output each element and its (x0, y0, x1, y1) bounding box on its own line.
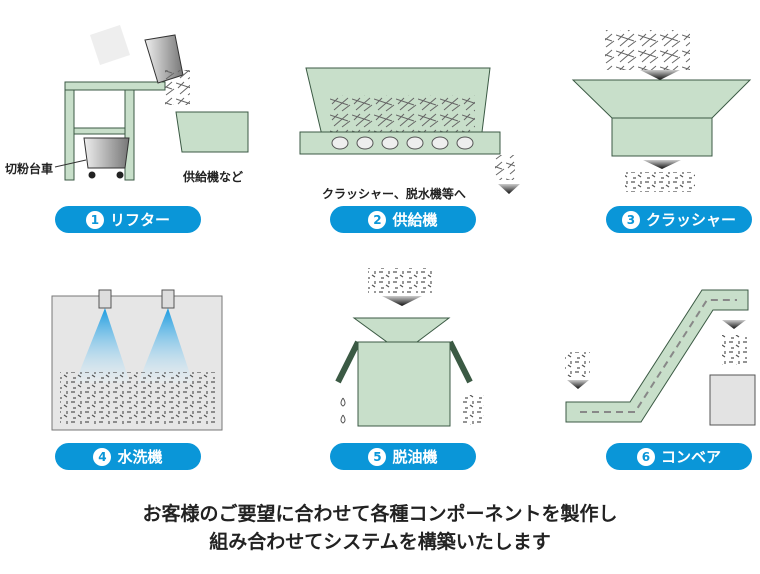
feeder-illustration (299, 67, 520, 194)
component-label: 脱油機 (392, 448, 438, 466)
component-label: コンベア (660, 448, 721, 466)
lifter-illustration (54, 25, 249, 181)
component-badge-crusher: 3 クラッシャー (606, 206, 752, 233)
caption-line-2: 組み合わせてシステムを構築いたします (209, 531, 551, 553)
number-badge: 6 (636, 447, 655, 466)
component-badge-feeder: 2 供給機 (330, 206, 476, 233)
component-label: クラッシャー (645, 211, 736, 229)
number-badge: 1 (85, 210, 104, 229)
component-badge-deoiler: 5 脱油機 (330, 443, 476, 470)
component-label: リフター (109, 211, 170, 229)
component-badge-conveyor: 6 コンベア (606, 443, 752, 470)
deoiler-illustration (335, 268, 484, 427)
to-crusher-annotation: クラッシャー、脱水機等へ (322, 187, 466, 201)
cart-annotation: 切粉台車 (5, 162, 54, 176)
number-badge: 4 (93, 447, 112, 466)
component-label: 供給機 (392, 211, 438, 229)
caption-line-1: お客様のご要望に合わせて各種コンポーネントを製作し (142, 503, 618, 525)
washer-illustration (51, 289, 223, 431)
feeder-etc-annotation: 供給機など (183, 170, 244, 184)
number-badge: 3 (621, 210, 640, 229)
number-badge: 5 (368, 447, 387, 466)
crusher-illustration (571, 30, 752, 192)
illustrations (51, 25, 756, 431)
number-badge: 2 (368, 210, 387, 229)
component-badge-washer: 4 水洗機 (55, 443, 201, 470)
component-badge-lifter: 1 リフター (55, 206, 201, 233)
component-label: 水洗機 (117, 448, 163, 466)
conveyor-illustration (565, 289, 756, 426)
